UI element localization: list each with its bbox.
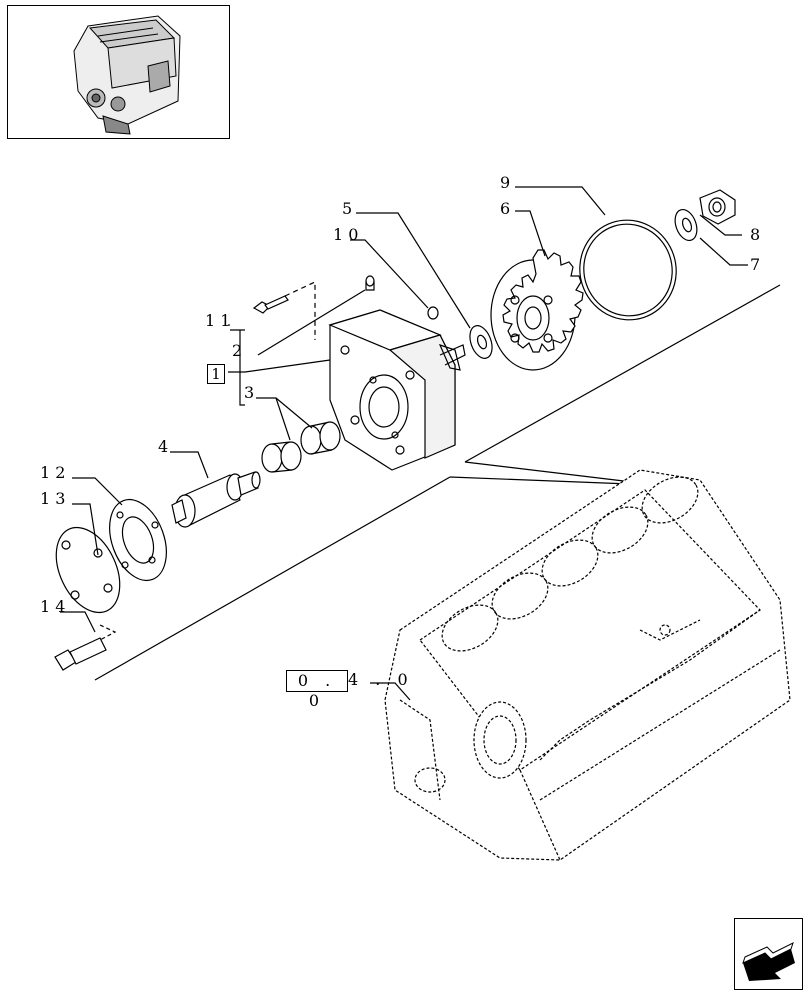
next-page-arrow-icon (742, 942, 795, 981)
part-9-seal-ring (579, 219, 677, 321)
callout-12: 1 2 (40, 463, 65, 482)
callout-3: 3 (244, 383, 254, 402)
exploded-view-boundary-top (464, 284, 781, 463)
part-12-plate (109, 498, 167, 582)
next-page-button[interactable] (734, 918, 803, 990)
engine-block (384, 469, 791, 861)
callout-6: 6 (500, 199, 510, 218)
part-4-shaft (171, 471, 261, 528)
part-5-washer (469, 325, 493, 359)
callout-10: 1 0 (333, 225, 358, 244)
section-reference-link[interactable]: 0 . 0 (286, 670, 348, 710)
engine-thumbnail (7, 5, 230, 139)
callout-1-assembly-link[interactable]: 1 (207, 364, 225, 384)
callout-9: 9 (500, 173, 510, 192)
callout-11: 1 1 (205, 311, 230, 330)
part-11-bolt (252, 295, 289, 314)
callout-5: 5 (342, 199, 352, 218)
callout-8: 8 (750, 225, 760, 244)
engine-thumbnail-icon (73, 15, 181, 135)
part-8-nut (699, 189, 736, 225)
part-13-cover (55, 526, 121, 614)
part-2-dowel (365, 275, 375, 291)
callout-2: 2 (232, 341, 242, 360)
part-1-pump-housing (328, 309, 466, 471)
part-14-bolt (54, 637, 107, 671)
part-10-o-ring (427, 306, 439, 320)
exploded-view-boundary-bottom (94, 476, 451, 681)
part-6-gear (490, 249, 584, 371)
part-7-washer (674, 208, 698, 242)
section-reference-suffix: 4 . 0 (348, 670, 414, 689)
callout-14: 1 4 (40, 597, 65, 616)
callout-13: 1 3 (40, 489, 65, 508)
callout-4: 4 (158, 437, 168, 456)
callout-7: 7 (750, 255, 760, 274)
part-3-bushing (261, 421, 341, 473)
